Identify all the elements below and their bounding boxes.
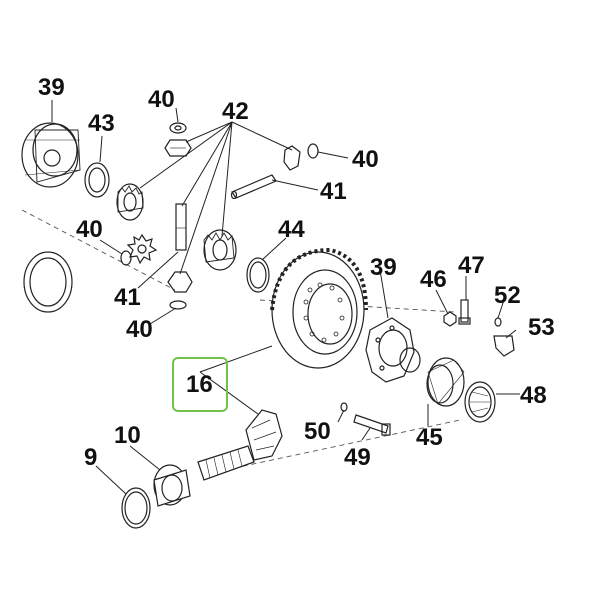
pin-part-52 [494, 317, 502, 327]
callout-10: 10 [114, 422, 141, 449]
callout-16[interactable]: 16 [186, 371, 213, 398]
assembly-axis-lines [21, 209, 461, 471]
pinion-washer-part-40-bottom [169, 300, 187, 310]
pinion-washer-part-40-top [169, 122, 187, 134]
bolt-part-49 [353, 414, 391, 436]
callout-40-right: 40 [352, 146, 379, 173]
bearing-cup-part-48 [464, 381, 496, 423]
callout-49: 49 [344, 444, 371, 471]
callout-42: 42 [222, 98, 249, 125]
callout-40-top: 40 [148, 86, 175, 113]
highlight-box-part-16 [172, 357, 228, 412]
callout-40-left: 40 [76, 216, 103, 243]
cross-shaft-part-41-upper [230, 174, 277, 200]
bearing-part-45 [426, 357, 465, 407]
callout-43: 43 [88, 110, 115, 137]
pinion-shaft-part-16 [197, 409, 283, 481]
callout-53: 53 [528, 314, 555, 341]
callout-40-bottom: 40 [126, 316, 153, 343]
bearing-part-10 [153, 464, 191, 507]
bolt-part-47 [458, 299, 471, 325]
pinion-washer-part-40-right [307, 143, 319, 159]
callout-46: 46 [420, 266, 447, 293]
cross-shaft-part-41-lower [175, 203, 187, 251]
pinion-gear-part-42-bottom [167, 271, 193, 293]
bearing-ring-left [23, 251, 73, 313]
pinion-gear-part-42-right [283, 145, 301, 171]
pinion-gear-part-42-top [164, 139, 192, 157]
pinion-washer-part-40-left [120, 250, 132, 266]
callout-52: 52 [494, 282, 521, 309]
side-gear-left [116, 183, 144, 221]
callout-44: 44 [278, 216, 305, 243]
spider-gear [126, 233, 158, 265]
leader-lines [51, 100, 520, 495]
side-gear-right [203, 229, 237, 271]
callout-41-upper: 41 [320, 178, 347, 205]
callout-47: 47 [458, 252, 485, 279]
shim-ring-part-9 [121, 487, 151, 529]
shim-ring-part-44 [246, 257, 270, 293]
callout-39-left: 39 [38, 74, 65, 101]
callout-41-lower: 41 [114, 284, 141, 311]
callout-39-right: 39 [370, 254, 397, 281]
differential-case-part-39-right [365, 317, 421, 383]
clip-part-53 [493, 335, 515, 357]
differential-case-part-39-left [21, 122, 81, 188]
washer-part-43 [84, 162, 110, 198]
nut-part-50 [340, 402, 348, 412]
nut-part-46 [443, 311, 457, 327]
callout-9: 9 [84, 444, 98, 471]
callout-48: 48 [520, 382, 547, 409]
ring-gear [270, 247, 368, 369]
callout-50: 50 [304, 418, 331, 445]
callout-45: 45 [416, 424, 443, 451]
